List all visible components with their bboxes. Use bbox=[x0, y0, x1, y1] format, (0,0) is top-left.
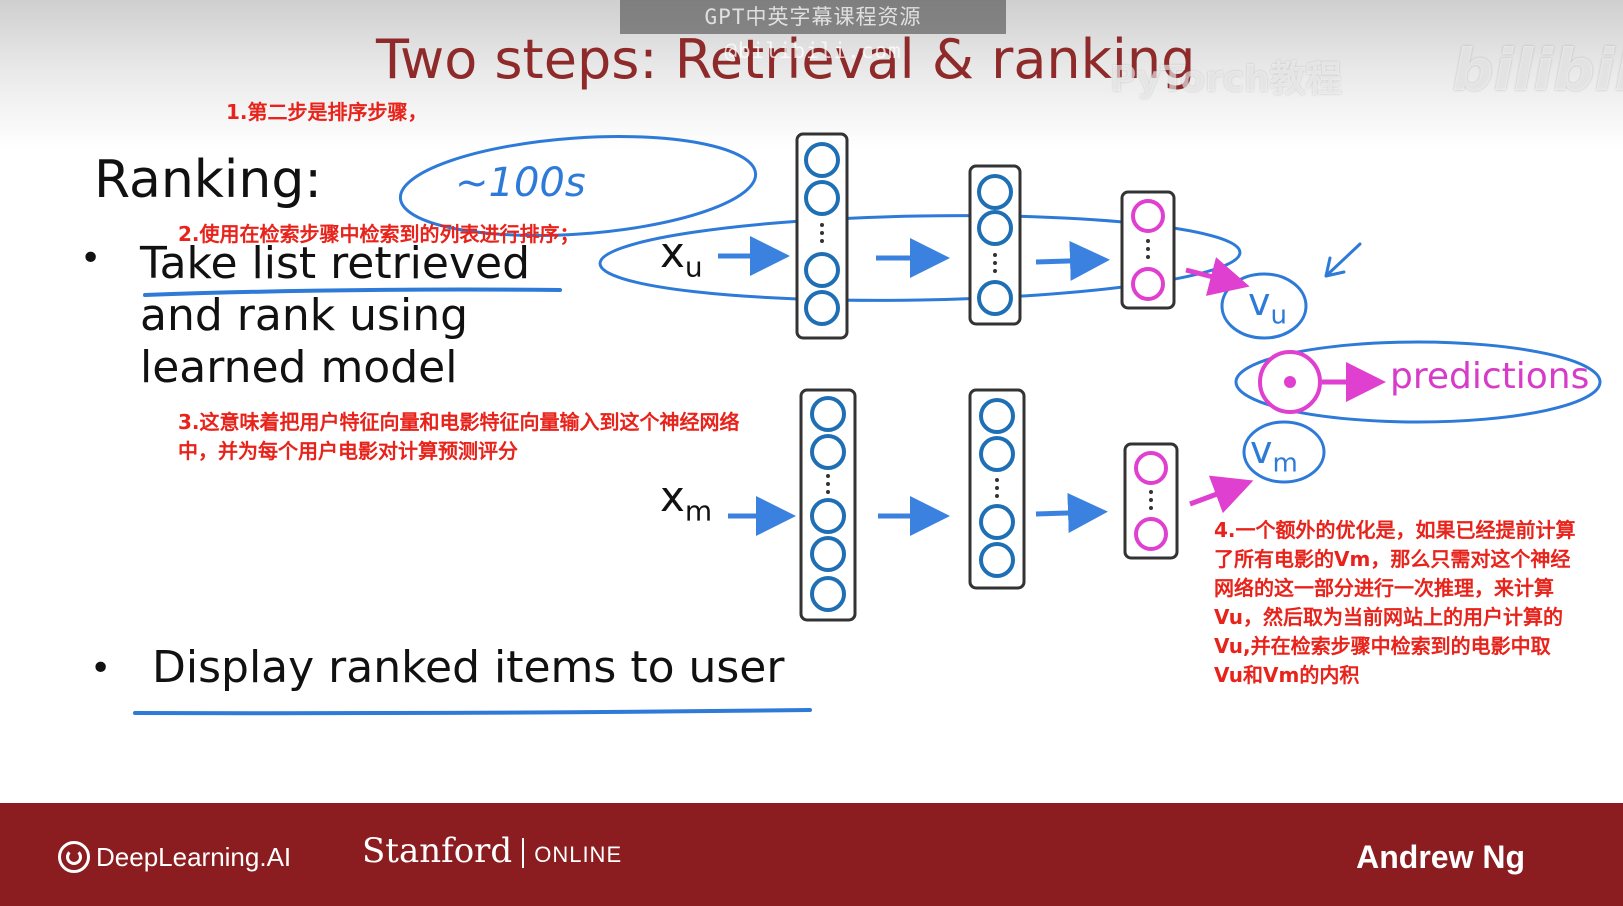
slide-title: Two steps: Retrieval & ranking bbox=[376, 28, 1196, 91]
annotation-1: 1.第二步是排序步骤， bbox=[226, 100, 428, 124]
top-watermark-banner: GPT中英字幕课程资源@bilibili.com bbox=[620, 0, 1006, 63]
bullet-line-3: learned model bbox=[140, 342, 458, 393]
movie-layer-1 bbox=[799, 388, 857, 622]
vector-vm-label: vm bbox=[1250, 428, 1298, 479]
underline-take-list bbox=[143, 287, 562, 297]
bullet-line-2: and rank using bbox=[140, 290, 469, 341]
user-layer-2 bbox=[968, 164, 1022, 326]
deeplearning-logo-icon bbox=[58, 841, 90, 873]
annotation-4: 4.一个额外的优化是，如果已经提前计算 了所有电影的Vm，那么只需对这个神经 网… bbox=[1214, 518, 1576, 687]
bullet-display-ranked: Display ranked items to user bbox=[152, 642, 785, 693]
arrow-movie-2 bbox=[1035, 492, 1108, 533]
neural-network-diagram bbox=[133, 132, 1602, 716]
ranking-heading: Ranking: bbox=[94, 150, 322, 210]
deeplearning-logo: DeepLearning.AI bbox=[58, 841, 291, 873]
input-xm-label: xm bbox=[660, 472, 713, 528]
ellipse-100s bbox=[398, 135, 758, 237]
vector-vu-label: vu bbox=[1248, 280, 1287, 331]
annotation-3: 3.这意味着把用户特征向量和电影特征向量输入到这个神经网络 中，并为每个用户电影… bbox=[178, 410, 740, 463]
slide: Two steps: Retrieval & ranking PyTorch教程… bbox=[0, 0, 1623, 803]
pointer-arrow-icon bbox=[1324, 242, 1362, 278]
arrow-to-vu bbox=[1185, 257, 1250, 296]
arrow-user-2 bbox=[1035, 240, 1110, 281]
ellipse-vm bbox=[1242, 420, 1326, 484]
predictions-label: predictions bbox=[1390, 356, 1590, 397]
bullet-line-1: Take list retrieved bbox=[140, 238, 531, 289]
author-name: Andrew Ng bbox=[1356, 839, 1525, 875]
ellipse-vu bbox=[1220, 272, 1308, 340]
user-output-layer bbox=[1120, 190, 1176, 310]
bullet-dot: • bbox=[90, 648, 112, 689]
bullet-dot: • bbox=[80, 238, 102, 279]
underline-display bbox=[133, 708, 812, 716]
user-layer-1 bbox=[795, 132, 849, 340]
annotation-2: 2.使用在检索步骤中检索到的列表进行排序； bbox=[178, 222, 580, 246]
handwritten-100s: ~100s bbox=[455, 160, 586, 206]
ellipse-predictions bbox=[1234, 340, 1602, 424]
watermark-text: PyTorch教程 bbox=[1110, 59, 1342, 100]
bilibili-logo-watermark: bilibili bbox=[1452, 36, 1623, 104]
ellipse-user-network bbox=[598, 214, 1242, 302]
movie-layer-2 bbox=[968, 388, 1026, 590]
arrow-to-vm bbox=[1189, 475, 1254, 514]
movie-output-layer bbox=[1123, 442, 1179, 560]
